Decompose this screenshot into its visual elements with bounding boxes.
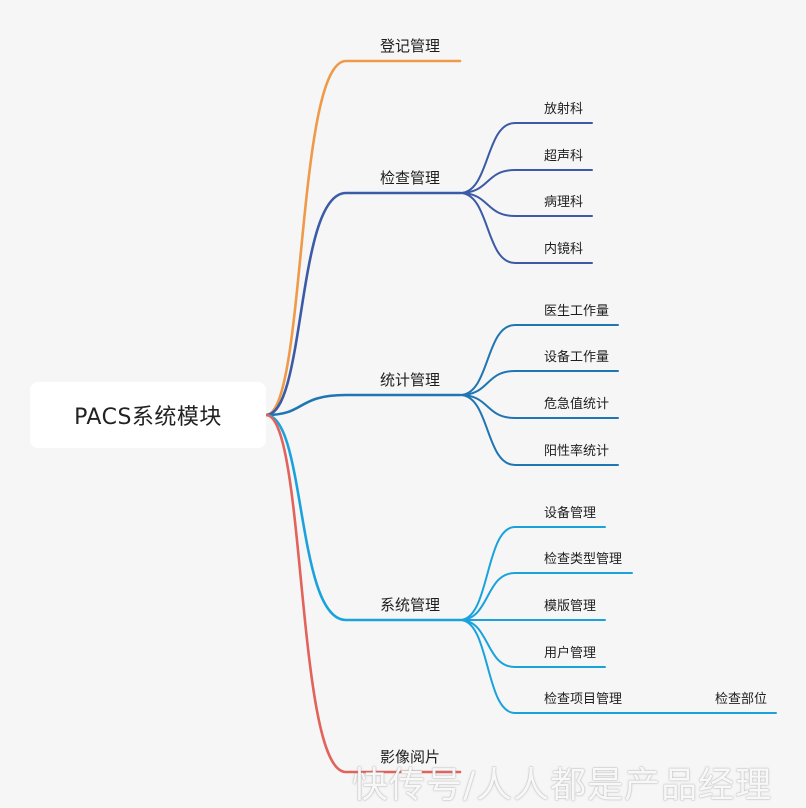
child-connector [459, 192, 593, 217]
subchild-label[interactable]: 检查部位 [715, 692, 768, 707]
child-connector [459, 394, 619, 466]
child-connector [459, 122, 593, 194]
child-connector [459, 526, 606, 621]
child-connector [459, 619, 606, 668]
child-connector [459, 169, 593, 194]
child-connector [459, 192, 593, 264]
child-label[interactable]: 内镜科 [544, 242, 584, 257]
child-label[interactable]: 放射科 [544, 102, 584, 117]
branch-label[interactable]: 登记管理 [380, 37, 441, 55]
branch-label[interactable]: 影像阅片 [380, 748, 441, 766]
branch-connector [264, 413, 462, 622]
child-label[interactable]: 医生工作量 [544, 304, 610, 319]
root-node[interactable]: PACS系统模块 [30, 382, 266, 448]
branch-connector [264, 191, 462, 417]
child-label[interactable]: 阳性率统计 [544, 444, 610, 459]
branch-label[interactable]: 检查管理 [380, 169, 441, 187]
watermark: 快传号/人人都是产品经理 [352, 765, 773, 806]
child-connector [459, 394, 619, 419]
child-connector [459, 370, 619, 396]
child-label[interactable]: 设备工作量 [544, 350, 610, 365]
child-label[interactable]: 危急值统计 [544, 397, 610, 412]
branch-connector [264, 393, 462, 417]
child-label[interactable]: 病理科 [544, 195, 584, 210]
child-connector [459, 619, 633, 714]
child-label[interactable]: 超声科 [544, 149, 584, 164]
child-connector [459, 572, 633, 621]
child-label[interactable]: 检查项目管理 [544, 692, 623, 707]
branch-connector [264, 59, 462, 417]
child-label[interactable]: 用户管理 [544, 646, 597, 661]
branch-label[interactable]: 系统管理 [380, 596, 441, 614]
child-label[interactable]: 检查类型管理 [544, 552, 623, 567]
child-label[interactable]: 模版管理 [544, 599, 597, 614]
child-label[interactable]: 设备管理 [544, 506, 597, 521]
root-label: PACS系统模块 [74, 405, 222, 430]
child-connector [459, 324, 619, 396]
branch-label[interactable]: 统计管理 [380, 371, 441, 389]
branch-connector [264, 413, 462, 774]
